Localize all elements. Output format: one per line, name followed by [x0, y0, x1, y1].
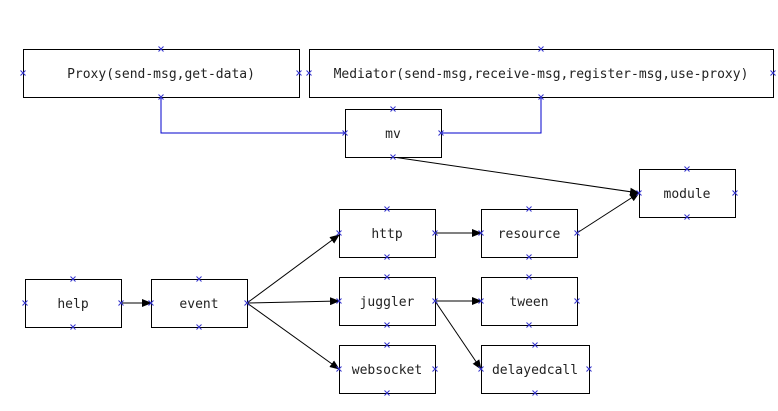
port-marker-icon	[684, 214, 690, 220]
node-delayedcall[interactable]: delayedcall	[478, 342, 592, 396]
port-marker-icon	[336, 298, 342, 304]
port-marker-icon	[478, 366, 484, 372]
node-label-module: module	[664, 187, 711, 202]
port-marker-icon	[478, 298, 484, 304]
node-label-tween: tween	[509, 295, 548, 310]
port-marker-icon	[538, 46, 544, 52]
node-http[interactable]: http	[336, 206, 438, 260]
port-marker-icon	[390, 106, 396, 112]
node-websocket[interactable]: websocket	[336, 342, 438, 396]
port-marker-icon	[478, 230, 484, 236]
port-marker-icon	[586, 366, 592, 372]
port-marker-icon	[384, 342, 390, 348]
port-marker-icon	[342, 130, 348, 136]
port-marker-icon	[526, 254, 532, 260]
port-marker-icon	[538, 94, 544, 100]
node-resource[interactable]: resource	[478, 206, 580, 260]
port-marker-icon	[20, 70, 26, 76]
port-marker-icon	[118, 300, 124, 306]
port-marker-icon	[384, 322, 390, 328]
port-marker-icon	[574, 298, 580, 304]
port-marker-icon	[770, 70, 776, 76]
node-label-mv: mv	[385, 127, 401, 142]
port-marker-icon	[636, 190, 642, 196]
port-marker-icon	[336, 230, 342, 236]
port-marker-icon	[196, 276, 202, 282]
port-marker-icon	[432, 230, 438, 236]
port-marker-icon	[70, 276, 76, 282]
node-help[interactable]: help	[22, 276, 124, 330]
port-marker-icon	[196, 324, 202, 330]
port-marker-icon	[432, 366, 438, 372]
node-label-event: event	[179, 297, 218, 312]
edge-event-to-websocket	[246, 302, 340, 370]
port-marker-icon	[306, 70, 312, 76]
port-marker-icon	[732, 190, 738, 196]
edge-event-to-http	[246, 234, 340, 304]
node-box-juggler	[339, 277, 436, 326]
node-box-proxy	[23, 49, 300, 98]
node-box-tween	[481, 277, 578, 326]
node-tween[interactable]: tween	[478, 274, 580, 328]
edge-resource-to-module	[576, 192, 640, 234]
port-marker-icon	[384, 254, 390, 260]
port-marker-icon	[432, 298, 438, 304]
port-marker-icon	[384, 390, 390, 396]
node-label-proxy: Proxy(send-msg,get-data)	[67, 67, 255, 82]
port-marker-icon	[384, 206, 390, 212]
node-juggler[interactable]: juggler	[336, 274, 438, 328]
node-mv[interactable]: mv	[342, 106, 444, 160]
node-box-websocket	[339, 345, 436, 394]
node-label-http: http	[371, 227, 402, 242]
port-marker-icon	[438, 130, 444, 136]
node-label-help: help	[57, 297, 88, 312]
port-marker-icon	[158, 46, 164, 52]
port-marker-icon	[158, 94, 164, 100]
port-marker-icon	[336, 366, 342, 372]
port-marker-icon	[684, 166, 690, 172]
port-marker-icon	[148, 300, 154, 306]
port-marker-icon	[526, 206, 532, 212]
node-label-delayedcall: delayedcall	[492, 363, 578, 378]
node-box-mv	[345, 109, 442, 158]
edge-mv-to-proxy	[160, 97, 345, 134]
node-label-websocket: websocket	[352, 363, 422, 378]
port-marker-icon	[390, 154, 396, 160]
node-box-mediator	[309, 49, 774, 98]
port-marker-icon	[70, 324, 76, 330]
port-marker-icon	[296, 70, 302, 76]
node-box-event	[151, 279, 248, 328]
node-label-resource: resource	[498, 227, 561, 242]
port-marker-icon	[244, 300, 250, 306]
port-marker-icon	[574, 230, 580, 236]
node-proxy[interactable]: Proxy(send-msg,get-data)	[20, 46, 302, 100]
node-label-juggler: juggler	[360, 295, 415, 310]
port-marker-icon	[526, 322, 532, 328]
port-marker-icon	[532, 390, 538, 396]
edge-juggler-to-delayedcall	[434, 300, 482, 370]
node-mediator[interactable]: Mediator(send-msg,receive-msg,register-m…	[306, 46, 776, 100]
port-marker-icon	[22, 300, 28, 306]
edge-mv-to-mediator	[441, 97, 542, 134]
node-module[interactable]: module	[636, 166, 738, 220]
edge-event-to-juggler	[246, 297, 340, 306]
node-box-help	[25, 279, 122, 328]
node-event[interactable]: event	[148, 276, 250, 330]
port-marker-icon	[532, 342, 538, 348]
node-label-mediator: Mediator(send-msg,receive-msg,register-m…	[334, 67, 749, 82]
port-marker-icon	[526, 274, 532, 280]
port-marker-icon	[384, 274, 390, 280]
node-box-module	[639, 169, 736, 218]
edge-mv-to-module	[392, 156, 640, 196]
